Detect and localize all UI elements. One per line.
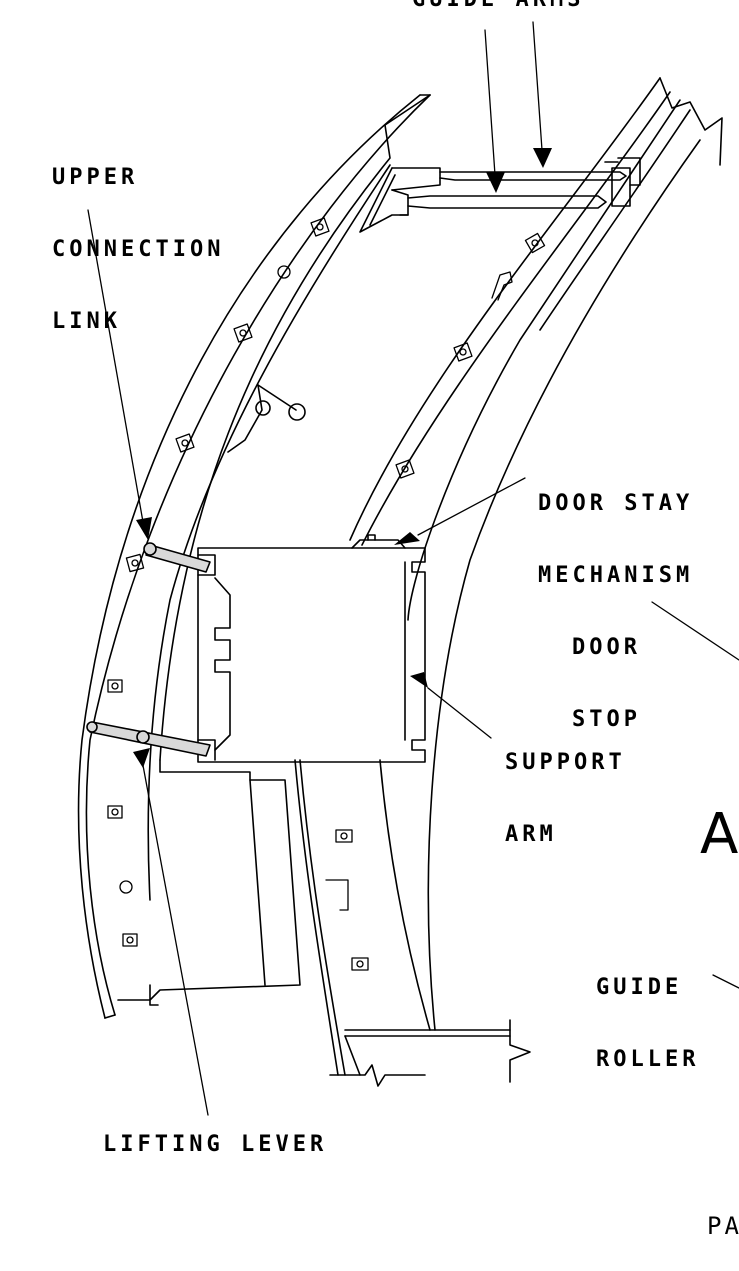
label-line: LINK: [52, 309, 121, 334]
break-lines: [329, 77, 723, 1087]
door-lower-structure: [117, 759, 301, 1006]
door-outer-panel: [77, 94, 431, 1019]
label-door-stay-mechanism: DOOR STAY MECHANISM: [538, 444, 693, 612]
fasteners: [107, 217, 546, 971]
door-frame: [147, 77, 701, 1076]
support-arm-box: [197, 534, 426, 763]
door-stay-linkage: [227, 384, 306, 453]
label-line: DOOR: [572, 635, 641, 660]
label-line: DOOR STAY: [538, 491, 694, 516]
label-line: SUPPORT: [505, 750, 626, 775]
label-guide-arms: GUIDE ARMS: [412, 0, 584, 12]
label-guide-roller: GUIDE ROLLER: [596, 928, 699, 1096]
lifting-lever: [86, 721, 211, 757]
guide-arms: [359, 157, 641, 233]
label-line: ROLLER: [596, 1047, 700, 1072]
leader-lines: [87, 21, 739, 1116]
page-fragment: PA: [707, 1212, 739, 1240]
label-line: STOP: [572, 707, 641, 732]
label-line: GUIDE: [596, 975, 683, 1000]
arrowheads: [133, 148, 552, 768]
label-support-arm: SUPPORT ARM: [505, 703, 626, 871]
label-line: CONNECTION: [52, 237, 225, 262]
label-door-stop: DOOR STOP: [572, 588, 641, 756]
label-line: ARM: [505, 822, 557, 847]
label-lifting-lever: LIFTING LEVER: [103, 1132, 328, 1157]
view-letter: A: [700, 802, 739, 867]
upper-connection-link: [143, 542, 211, 573]
label-upper-connection-link: UPPER CONNECTION LINK: [52, 118, 224, 358]
label-line: UPPER: [52, 165, 139, 190]
label-line: MECHANISM: [538, 563, 694, 588]
